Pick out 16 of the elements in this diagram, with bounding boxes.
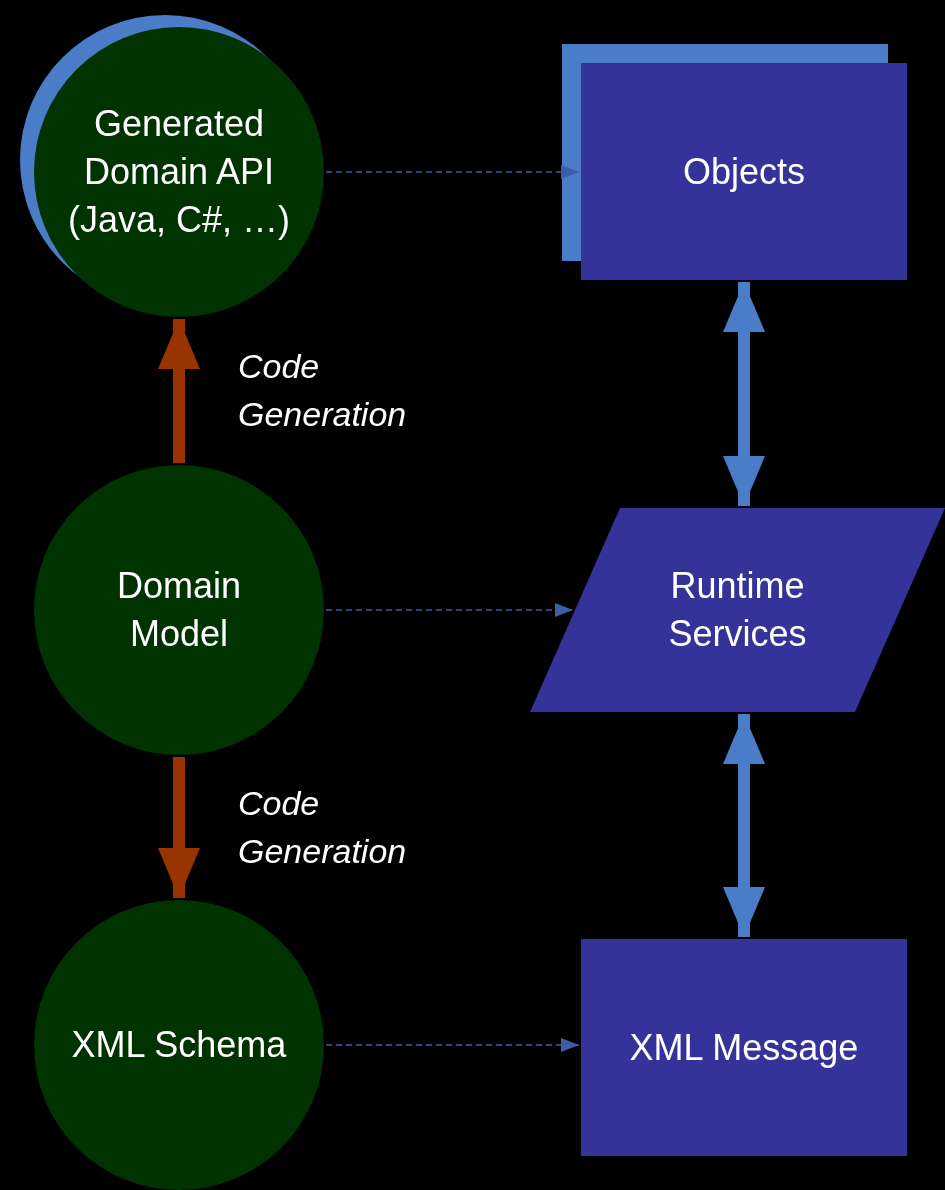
thick-arrow (158, 757, 200, 898)
node-label: Runtime Services (667, 564, 808, 656)
thick-arrow (158, 319, 200, 463)
node-label: Objects (682, 149, 805, 194)
thick-arrow (723, 282, 765, 506)
node-label: XML Message (629, 1025, 859, 1070)
node-label: Generated Domain API (Java, C#, …) (66, 102, 291, 242)
dashed-arrow (325, 603, 574, 617)
process-box (581, 63, 907, 280)
node-label: Domain Model (115, 564, 243, 656)
process-box (581, 939, 907, 1156)
node-label: XML Schema (71, 1023, 287, 1067)
parallelogram-node (530, 508, 945, 712)
thick-arrow (723, 714, 765, 937)
dashed-arrow (325, 1038, 580, 1052)
dashed-arrow (325, 165, 580, 179)
